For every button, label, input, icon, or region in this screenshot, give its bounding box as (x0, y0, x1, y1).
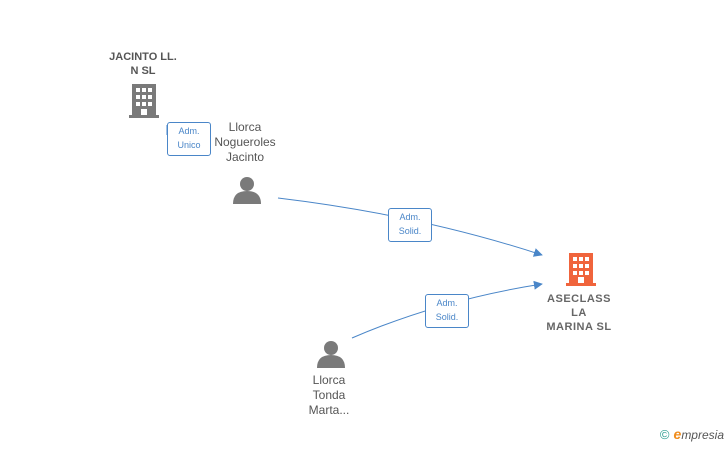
building-icon[interactable] (129, 84, 159, 118)
brand-name: mpresia (681, 428, 724, 442)
person-icon[interactable] (233, 177, 261, 204)
node-label-jacinto-sl[interactable]: JACINTO LL. N SL (109, 51, 177, 77)
brand-e-letter: e (673, 426, 682, 442)
node-label-llorca-jacinto[interactable]: Llorca Nogueroles Jacinto (214, 120, 276, 164)
edge-label-adm-solid-1: Adm. Solid. (388, 208, 432, 242)
edge-label-adm-solid-2: Adm. Solid. (425, 294, 469, 328)
copyright-symbol: © (659, 426, 670, 442)
brand-logo: © empresia (660, 426, 724, 442)
node-label-aseclass[interactable]: ASECLASS LA MARINA SL (546, 293, 612, 333)
edge-label-adm-unico: Adm. Unico (167, 122, 211, 156)
building-icon-focus[interactable] (566, 253, 596, 286)
node-label-llorca-marta[interactable]: Llorca Tonda Marta... (308, 373, 350, 417)
person-icon[interactable] (317, 341, 345, 368)
